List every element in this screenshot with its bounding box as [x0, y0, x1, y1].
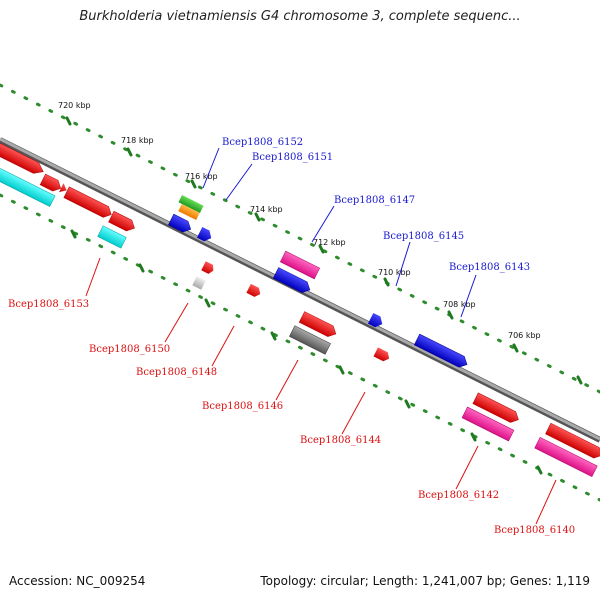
gene-arrow-blue[interactable] — [413, 333, 469, 370]
scale-labels: 720 kbp 718 kbp 716 kbp 714 kbp 712 kbp … — [58, 101, 541, 340]
gene-arrow-blue[interactable] — [196, 226, 214, 244]
gene-label-forward[interactable]: Bcep1808_6147 — [334, 195, 415, 206]
accession-text: Accession: NC_009254 — [9, 574, 146, 588]
gene-arrow-red[interactable] — [545, 422, 600, 461]
gene-label-reverse[interactable]: Bcep1808_6146 — [202, 401, 283, 412]
gene-arrow-red-small[interactable] — [373, 347, 392, 363]
gene-arrow-magenta[interactable] — [461, 406, 515, 442]
gene-label-reverse[interactable]: Bcep1808_6142 — [418, 490, 499, 501]
scale-label: 708 kbp — [443, 300, 476, 309]
gene-label-forward[interactable]: Bcep1808_6143 — [449, 262, 530, 273]
gene-label-forward[interactable]: Bcep1808_6151 — [252, 152, 333, 163]
outer-tick-track — [0, 83, 600, 394]
gene-arrow-red-small[interactable] — [59, 183, 69, 195]
reverse-gene-labels: Bcep1808_6153 Bcep1808_6150 Bcep1808_614… — [8, 299, 575, 536]
gene-arrow-red[interactable] — [39, 173, 63, 194]
forward-gene-labels: Bcep1808_6152 Bcep1808_6151 Bcep1808_614… — [222, 137, 530, 273]
gene-arrow-red[interactable] — [472, 392, 521, 425]
reverse-leader-lines — [85, 257, 557, 525]
gene-features — [0, 136, 600, 478]
gene-label-reverse[interactable]: Bcep1808_6148 — [136, 367, 217, 378]
forward-leader-lines — [202, 147, 477, 318]
scale-label: 712 kbp — [313, 238, 346, 247]
gene-arrow-blue[interactable] — [367, 312, 385, 330]
gene-arrow-orange[interactable] — [178, 203, 200, 221]
gene-arrow-red[interactable] — [108, 210, 138, 233]
gene-arrow-red-small[interactable] — [201, 261, 215, 275]
scale-label: 716 kbp — [185, 172, 218, 181]
gene-arrow-gray[interactable] — [289, 325, 331, 355]
gene-arrow-light[interactable] — [192, 276, 206, 290]
gene-label-forward[interactable]: Bcep1808_6145 — [383, 231, 464, 242]
scale-label: 718 kbp — [121, 136, 154, 145]
gene-arrow-cyan[interactable] — [97, 225, 127, 249]
gene-arrow-cyan[interactable] — [0, 162, 56, 207]
gene-arrow-red-small[interactable] — [246, 283, 262, 299]
gene-arrow-magenta[interactable] — [279, 250, 321, 280]
gene-label-reverse[interactable]: Bcep1808_6150 — [89, 344, 170, 355]
gene-label-reverse[interactable]: Bcep1808_6144 — [300, 435, 381, 446]
gene-arrow-blue[interactable] — [168, 213, 193, 235]
scale-label: 706 kbp — [508, 331, 541, 340]
scale-label: 714 kbp — [250, 205, 283, 214]
gene-label-forward[interactable]: Bcep1808_6152 — [222, 137, 303, 148]
gene-arrow-red[interactable] — [298, 311, 338, 340]
topology-text: Topology: circular; Length: 1,241,007 bp… — [260, 574, 590, 588]
inner-tick-track — [0, 193, 600, 502]
gene-arrow-blue[interactable] — [272, 267, 312, 296]
gene-arrow-red[interactable] — [63, 186, 114, 220]
gene-arrow-magenta[interactable] — [534, 436, 598, 478]
map-title: Burkholderia vietnamiensis G4 chromosome… — [79, 9, 521, 24]
gene-label-reverse[interactable]: Bcep1808_6153 — [8, 299, 89, 310]
scale-label: 710 kbp — [378, 268, 411, 277]
gene-arrow-red[interactable] — [0, 136, 46, 177]
gene-arrow-green[interactable] — [178, 195, 204, 213]
scale-ticks — [65, 116, 583, 475]
scale-label: 720 kbp — [58, 101, 91, 110]
gene-label-reverse[interactable]: Bcep1808_6140 — [494, 525, 575, 536]
